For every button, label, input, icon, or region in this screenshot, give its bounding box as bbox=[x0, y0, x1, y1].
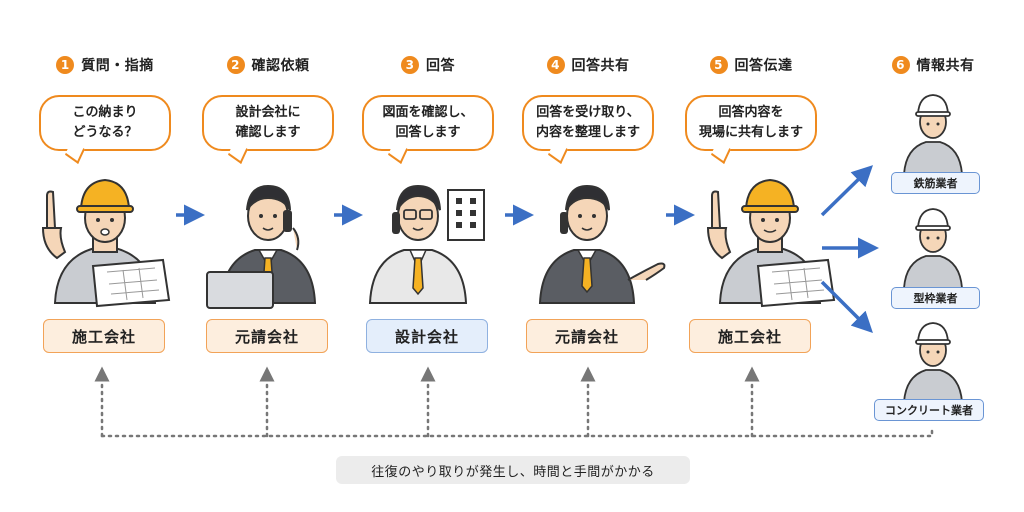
step-number: 4 bbox=[546, 56, 565, 74]
diagonal-arrow-icon bbox=[820, 165, 874, 217]
role-label: 元請会社 bbox=[526, 319, 648, 353]
rebar-worker-illustration bbox=[903, 94, 963, 175]
step-5-header: 5 回答伝達 bbox=[676, 55, 826, 75]
speech-bubble: 回答を受け取り、 内容を整理します bbox=[522, 95, 654, 151]
concrete-worker-illustration bbox=[903, 322, 963, 403]
step-2-header: 2 確認依頼 bbox=[193, 55, 343, 75]
construction-worker-illustration bbox=[706, 178, 836, 308]
speech-bubble: この納まり どうなる？ bbox=[39, 95, 171, 151]
trade-label-formwork: 型枠業者 bbox=[891, 287, 980, 309]
step-number: 1 bbox=[56, 56, 75, 74]
speech-bubble: 図面を確認し、 回答します bbox=[362, 95, 494, 151]
step-arrows bbox=[176, 165, 879, 333]
step-6-header: 6 情報共有 bbox=[858, 55, 1008, 75]
step-number: 6 bbox=[891, 56, 910, 74]
step-title: 確認依頼 bbox=[251, 58, 310, 74]
step-title: 回答伝達 bbox=[734, 58, 793, 74]
contractor-presenting-illustration bbox=[538, 184, 666, 304]
summary-note: 往復のやり取りが発生し、時間と手間がかかる bbox=[336, 456, 690, 484]
trade-label-rebar: 鉄筋業者 bbox=[891, 172, 980, 194]
role-label: 施工会社 bbox=[43, 319, 165, 353]
speech-bubble: 回答内容を 現場に共有します bbox=[685, 95, 817, 151]
step-1-header: 1 質問・指摘 bbox=[30, 55, 180, 75]
step-4-header: 4 回答共有 bbox=[513, 55, 663, 75]
feedback-loop bbox=[94, 366, 934, 438]
step-number: 2 bbox=[226, 56, 245, 74]
designer-illustration bbox=[368, 184, 485, 304]
role-label: 施工会社 bbox=[689, 319, 811, 353]
step-title: 回答 bbox=[426, 58, 455, 74]
diagonal-arrow-icon bbox=[820, 280, 873, 333]
role-label: 設計会社 bbox=[366, 319, 488, 353]
formwork-worker-illustration bbox=[903, 208, 963, 289]
step-title: 情報共有 bbox=[916, 58, 975, 74]
step-3-header: 3 回答 bbox=[353, 55, 503, 75]
trade-label-concrete: コンクリート業者 bbox=[874, 399, 984, 421]
role-label: 元請会社 bbox=[206, 319, 328, 353]
contractor-phone-illustration bbox=[206, 184, 317, 309]
step-title: 質問・指摘 bbox=[81, 58, 154, 74]
step-title: 回答共有 bbox=[571, 58, 630, 74]
step-number: 5 bbox=[709, 56, 728, 74]
construction-worker-illustration bbox=[41, 178, 171, 308]
speech-bubble: 設計会社に 確認します bbox=[202, 95, 334, 151]
step-number: 3 bbox=[401, 56, 419, 74]
